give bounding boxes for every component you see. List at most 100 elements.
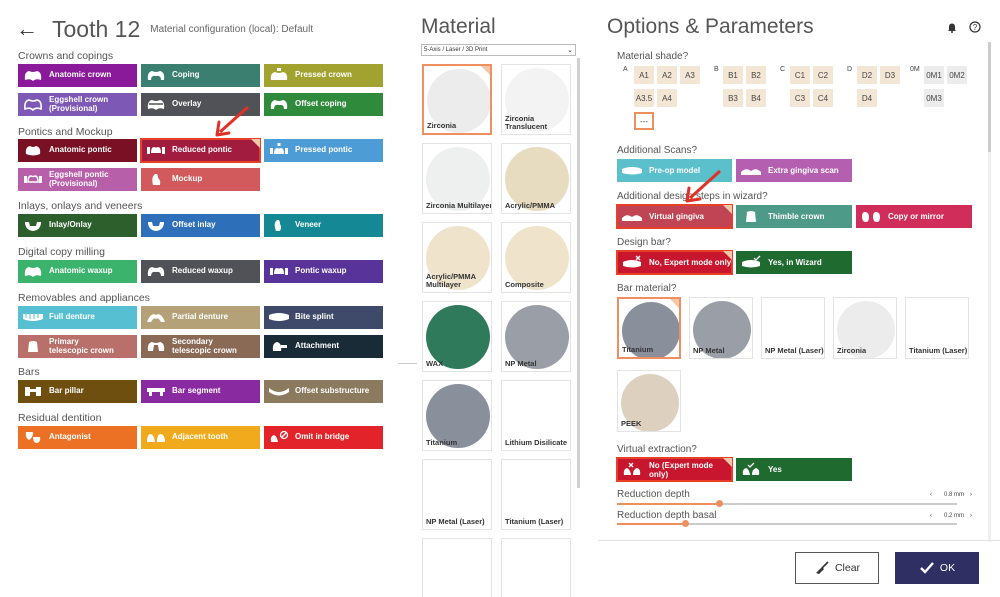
- reduction-depth-decrease-icon[interactable]: ‹: [930, 492, 932, 498]
- tile-overlay[interactable]: Overlay: [141, 93, 260, 116]
- tile-coping[interactable]: Coping: [141, 64, 260, 87]
- shade-a3[interactable]: A3: [680, 66, 700, 84]
- secondary-telescopic-icon: [147, 342, 165, 351]
- material-card[interactable]: [501, 538, 571, 597]
- shade-b3[interactable]: B3: [723, 89, 743, 107]
- tile-omit-in-bridge[interactable]: Omit in bridge: [264, 426, 383, 449]
- material-card[interactable]: Composite: [501, 222, 571, 293]
- reduction-depth-increase-icon[interactable]: ›: [970, 492, 972, 498]
- help-icon[interactable]: ?: [969, 21, 981, 33]
- bar-material-card[interactable]: PEEK: [617, 370, 681, 432]
- design-bar-yes-button[interactable]: Yes, in Wizard: [736, 251, 852, 274]
- shade-c2[interactable]: C2: [813, 66, 833, 84]
- tile-pressed-crown[interactable]: Pressed crown: [264, 64, 383, 87]
- ok-button[interactable]: OK: [895, 552, 979, 584]
- material-card[interactable]: Lithium Disilicate: [501, 380, 571, 451]
- shade-a2[interactable]: A2: [657, 66, 677, 84]
- material-card[interactable]: Acrylic/PMMA: [501, 143, 571, 214]
- tile-offset-substructure[interactable]: Offset substructure: [264, 380, 383, 403]
- slider-knob[interactable]: [716, 500, 723, 507]
- shade-c3[interactable]: C3: [790, 89, 810, 107]
- no-bar-icon: [623, 255, 641, 268]
- tile-reduced-pontic[interactable]: Reduced pontic: [140, 138, 261, 163]
- tile-secondary-telescopic[interactable]: Secondary telescopic crown: [141, 335, 260, 358]
- tile-offset-inlay[interactable]: Offset inlay: [141, 214, 260, 237]
- thimble-crown-button[interactable]: Thimble crown: [736, 205, 852, 228]
- slider-knob[interactable]: [682, 520, 689, 527]
- tile-antagonist[interactable]: Antagonist: [18, 426, 137, 449]
- bar-material-card[interactable]: Titanium (Laser): [905, 297, 969, 359]
- tile-eggshell-crown[interactable]: Eggshell crown (Provisional): [18, 93, 137, 116]
- tile-bite-splint[interactable]: Bite splint: [264, 306, 383, 329]
- shade-d4[interactable]: D4: [857, 89, 877, 107]
- tile-attachment[interactable]: Attachment: [264, 335, 383, 358]
- machine-dropdown[interactable]: 5-Axis / Laser / 3D Print ⌄: [421, 44, 576, 56]
- shade-b2[interactable]: B2: [746, 66, 766, 84]
- basal-increase-icon[interactable]: ›: [970, 513, 972, 519]
- material-card[interactable]: NP Metal: [501, 301, 571, 372]
- bar-material-swatch: [693, 301, 751, 358]
- material-card[interactable]: NP Metal (Laser): [422, 459, 492, 530]
- antagonist-icon: [25, 432, 41, 443]
- copy-mirror-button[interactable]: Copy or mirror: [856, 205, 972, 228]
- shade-b4[interactable]: B4: [746, 89, 766, 107]
- reduction-depth-slider[interactable]: [617, 500, 957, 507]
- material-card[interactable]: WAX: [422, 301, 492, 372]
- bar-material-card[interactable]: Titanium: [617, 297, 681, 359]
- tile-bar-segment[interactable]: Bar segment: [141, 380, 260, 403]
- bar-material-card[interactable]: Zirconia: [833, 297, 897, 359]
- material-card[interactable]: [422, 538, 492, 597]
- bell-icon[interactable]: [947, 22, 957, 33]
- tile-anatomic-pontic[interactable]: Anatomic pontic: [18, 139, 137, 162]
- bar-material-card[interactable]: NP Metal (Laser): [761, 297, 825, 359]
- tile-eggshell-pontic[interactable]: Eggshell pontic (Provisional): [18, 168, 137, 191]
- tile-anatomic-crown[interactable]: Anatomic crown: [18, 64, 137, 87]
- shade-a4[interactable]: A4: [657, 89, 677, 107]
- virtual-gingiva-button[interactable]: Virtual gingiva: [616, 204, 733, 229]
- tile-veneer[interactable]: Veneer: [264, 214, 383, 237]
- extraction-no-button[interactable]: No (Expert mode only): [616, 457, 733, 482]
- material-scrollbar[interactable]: [577, 58, 580, 488]
- preop-model-button[interactable]: Pre-op model: [617, 159, 732, 182]
- material-card[interactable]: Titanium (Laser): [501, 459, 571, 530]
- design-bar-no-button[interactable]: No, Expert mode only: [616, 250, 733, 275]
- tile-primary-telescopic[interactable]: Primary telescopic crown: [18, 335, 137, 358]
- tile-inlay-onlay[interactable]: Inlay/Onlay: [18, 214, 137, 237]
- shade-a1[interactable]: A1: [634, 66, 654, 84]
- extraction-yes-button[interactable]: Yes: [736, 458, 852, 481]
- material-card[interactable]: Acrylic/PMMA Multilayer: [422, 222, 492, 293]
- tile-pressed-pontic[interactable]: Pressed pontic: [264, 139, 383, 162]
- material-card[interactable]: Zirconia Multilayer: [422, 143, 492, 214]
- shade-c4[interactable]: C4: [813, 89, 833, 107]
- extra-gingiva-button[interactable]: Extra gingiva scan: [736, 159, 852, 182]
- material-swatch: [505, 68, 569, 132]
- shade-0m1[interactable]: 0M1: [924, 66, 944, 84]
- tile-partial-denture[interactable]: Partial denture: [141, 306, 260, 329]
- tile-full-denture[interactable]: Full denture: [18, 306, 137, 329]
- reduction-depth-basal-slider[interactable]: [617, 520, 957, 527]
- tile-pontic-waxup[interactable]: Pontic waxup: [264, 260, 383, 283]
- material-card[interactable]: Zirconia Translucent: [501, 64, 571, 135]
- shade-c1[interactable]: C1: [790, 66, 810, 84]
- shade-b1[interactable]: B1: [723, 66, 743, 84]
- shade-0m3[interactable]: 0M3: [924, 89, 944, 107]
- basal-decrease-icon[interactable]: ‹: [930, 513, 932, 519]
- tile-anatomic-waxup[interactable]: Anatomic waxup: [18, 260, 137, 283]
- shade-a35[interactable]: A3.5: [634, 89, 654, 107]
- tile-reduced-waxup[interactable]: Reduced waxup: [141, 260, 260, 283]
- shade-d2[interactable]: D2: [857, 66, 877, 84]
- bar-material-label: PEEK: [621, 419, 642, 428]
- material-card[interactable]: Titanium: [422, 380, 492, 451]
- material-card[interactable]: Zirconia: [422, 64, 492, 135]
- tile-mockup[interactable]: Mockup: [141, 168, 260, 191]
- back-arrow-icon[interactable]: ←: [16, 16, 38, 41]
- tile-offset-coping[interactable]: Offset coping: [264, 93, 383, 116]
- options-scrollbar[interactable]: [988, 42, 991, 542]
- tile-bar-pillar[interactable]: Bar pillar: [18, 380, 137, 403]
- tile-adjacent-tooth[interactable]: Adjacent tooth: [141, 426, 260, 449]
- shade-d3[interactable]: D3: [880, 66, 900, 84]
- bar-material-card[interactable]: NP Metal: [689, 297, 753, 359]
- clear-button[interactable]: Clear: [795, 552, 879, 584]
- shade-none[interactable]: ---: [634, 112, 654, 130]
- shade-0m2[interactable]: 0M2: [947, 66, 967, 84]
